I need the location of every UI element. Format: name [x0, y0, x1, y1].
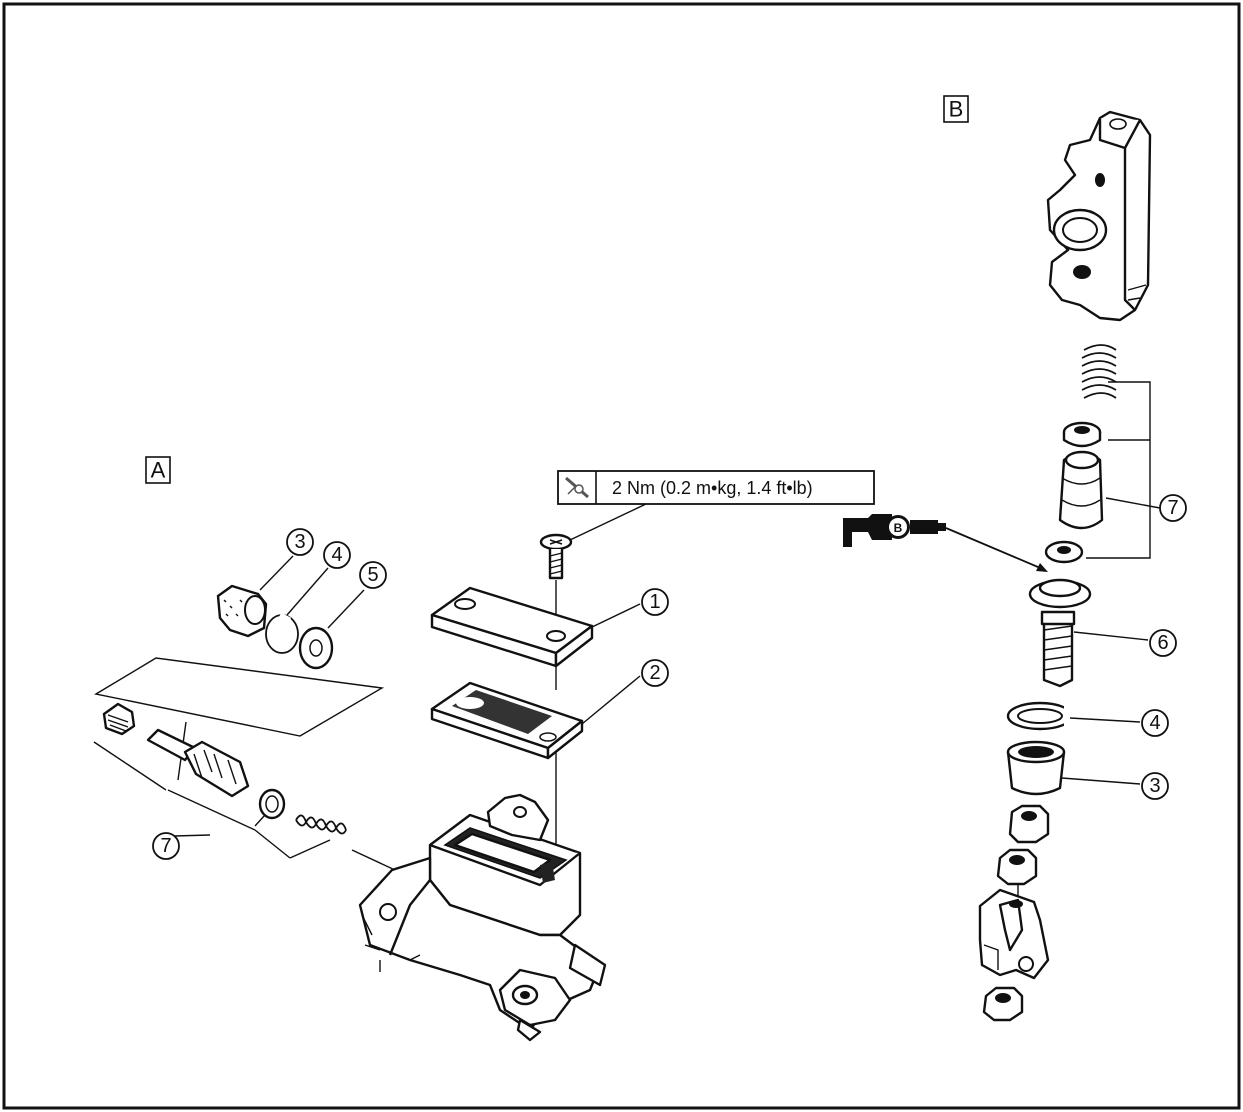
- torque-wrench-icon: [565, 476, 589, 499]
- torque-spec-box: 2 Nm (0.2 m•kg, 1.4 ft•lb): [557, 470, 875, 505]
- callout-7-a: 7: [152, 832, 180, 860]
- dust-boot-a: [102, 702, 136, 736]
- master-cylinder-body-b: [1046, 110, 1152, 322]
- svg-text:7: 7: [1167, 497, 1178, 519]
- grease-mark-letter: B: [894, 521, 903, 535]
- svg-text:7: 7: [160, 835, 171, 857]
- piston-kit-bracket-a: [93, 657, 385, 859]
- reservoir-cap: [430, 586, 594, 668]
- callout-7-b: 7: [1159, 494, 1187, 522]
- callout-1: 1: [641, 588, 669, 616]
- svg-text:B: B: [949, 97, 964, 122]
- svg-text:2: 2: [649, 662, 660, 684]
- svg-text:4: 4: [331, 544, 342, 566]
- cover-screw: [539, 533, 573, 580]
- dust-boot-b: [1006, 740, 1066, 796]
- piston-cup-b1: [1062, 421, 1102, 448]
- nut-b1: [1008, 804, 1050, 844]
- piston-kit-bracket-b: [1086, 381, 1161, 559]
- view-label-b: B: [943, 95, 969, 123]
- svg-text:4: 4: [1149, 712, 1160, 734]
- view-label-a: A: [145, 456, 171, 484]
- spring-a: [295, 814, 347, 835]
- piston-a: [146, 728, 250, 798]
- svg-text:1: 1: [649, 591, 660, 613]
- piston-b: [1058, 450, 1104, 530]
- circlip-a: [265, 612, 299, 654]
- master-cylinder-body: [358, 793, 607, 1042]
- callout-2: 2: [641, 659, 669, 687]
- callout-4-b: 4: [1141, 709, 1169, 737]
- nut-b2: [996, 848, 1038, 886]
- svg-text:A: A: [151, 458, 166, 483]
- callout-3-a: 3: [286, 528, 314, 556]
- washer-a: [298, 626, 334, 670]
- torque-spec-text: 2 Nm (0.2 m•kg, 1.4 ft•lb): [612, 478, 813, 498]
- callout-3-b: 3: [1141, 772, 1169, 800]
- clevis-b: [978, 888, 1050, 980]
- spring-b: [1081, 344, 1117, 399]
- callout-4-a: 4: [323, 541, 351, 569]
- reservoir-diaphragm: [430, 681, 584, 760]
- grease-gun-icon: B: [843, 514, 946, 547]
- push-rod-b: [1028, 578, 1092, 688]
- nut-b3: [982, 986, 1024, 1022]
- piston-cup-b2: [1044, 540, 1084, 564]
- dust-boot-3-a: [216, 584, 268, 638]
- svg-text:3: 3: [294, 531, 305, 553]
- svg-text:5: 5: [367, 564, 378, 586]
- piston-cup-a: [258, 788, 286, 820]
- circlip-b: [1006, 701, 1074, 731]
- callout-6-b: 6: [1149, 629, 1177, 657]
- svg-text:3: 3: [1149, 775, 1160, 797]
- svg-text:6: 6: [1157, 632, 1168, 654]
- callout-5: 5: [359, 561, 387, 589]
